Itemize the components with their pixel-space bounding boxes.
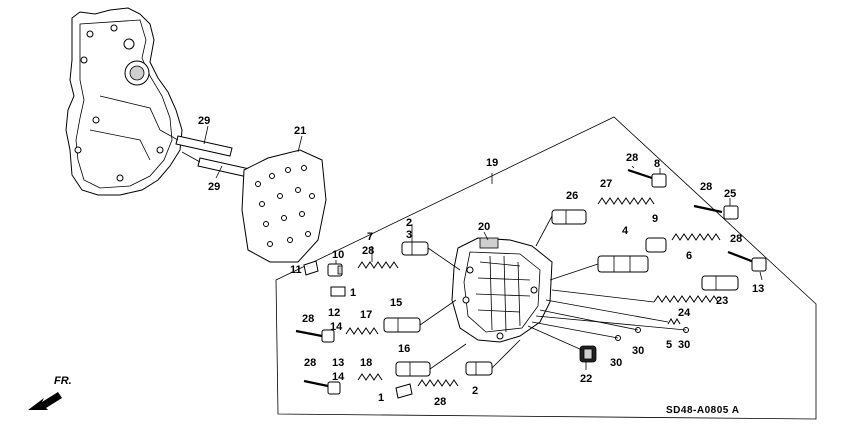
pin-28-right-lower [727, 250, 755, 264]
callout-11: 9 [652, 213, 658, 225]
cap-10 [651, 173, 667, 188]
callout-26: 28 [362, 245, 374, 257]
transmission-case [65, 7, 183, 196]
valve-body [451, 237, 553, 343]
cap-8 [327, 263, 343, 277]
callout-1-upper: 1 [350, 287, 356, 299]
filter-20 [579, 345, 597, 363]
cap-23 [723, 205, 739, 220]
callout-13-lower: 14 [332, 371, 345, 383]
callout-1-lower: 1 [378, 392, 384, 404]
callout-13-upper: 14 [330, 321, 343, 333]
callout-28-left-lower: 28 [304, 357, 316, 369]
callout-21: 23 [716, 295, 728, 307]
callout-15: 17 [360, 309, 372, 321]
callout-18: 20 [478, 221, 490, 233]
callout-23: 25 [724, 188, 736, 200]
callout-14-lower: 16 [398, 343, 410, 355]
callout-17: 19 [486, 157, 498, 169]
retainer-1-lower [395, 383, 413, 399]
spring-6 [671, 233, 721, 241]
valve-3 [401, 241, 429, 256]
callout-9: 11 [290, 264, 302, 276]
separator-plate [241, 149, 327, 263]
spring-22 [653, 295, 719, 303]
cap-12-left-upper [321, 329, 335, 343]
callout-29-upper: 29 [198, 115, 210, 127]
callout-28-right-lower: 28 [730, 233, 742, 245]
valve-21 [701, 275, 739, 291]
callout-8: 10 [332, 249, 344, 261]
callout-5: 7 [367, 231, 373, 243]
callout-19: 21 [294, 125, 306, 137]
spring-15 [345, 327, 379, 335]
callout-30-left: 30 [610, 357, 622, 369]
arrow-left-down-icon [28, 392, 62, 410]
callout-12-left-lower: 13 [332, 357, 344, 369]
callout-28-left-upper: 28 [302, 313, 314, 325]
callout-28-right-top: 28 [626, 152, 638, 164]
leader-lines [203, 125, 763, 370]
pin-28-right-middle [693, 204, 723, 214]
callout-4: 4 [622, 225, 629, 237]
assembly-outline [275, 116, 817, 420]
callout-27: 28 [434, 396, 446, 408]
retainer-1-upper [330, 286, 346, 297]
front-direction-arrow: FR. [28, 375, 72, 410]
valve-14-upper [383, 317, 421, 333]
callout-16: 18 [360, 357, 372, 369]
pin-28-right-top [627, 168, 653, 180]
sleeve-11 [645, 237, 667, 253]
callout-7: 5 [666, 339, 672, 351]
spring-7 [667, 318, 681, 325]
callout-30-middle: 30 [632, 345, 644, 357]
callout-2-upper: 2 [406, 217, 412, 229]
valve-body-channels [462, 255, 538, 340]
callout-25: 27 [600, 178, 612, 190]
valve-2-lower [465, 361, 493, 376]
fr-label: FR. [54, 375, 72, 387]
valve-4 [597, 255, 649, 273]
callout-24: 26 [566, 190, 578, 202]
callout-12-right: 13 [752, 283, 764, 295]
diagram-code: SD48-A0805 A [666, 405, 739, 416]
callout-10: 8 [654, 158, 660, 170]
callout-6: 6 [686, 250, 692, 262]
spring-25 [597, 197, 655, 205]
callout-3: 3 [406, 229, 412, 241]
callout-12-left-upper: 12 [328, 307, 340, 319]
callout-14-upper: 15 [390, 297, 402, 309]
pin-28-left-upper [295, 329, 323, 338]
pin-29-upper [159, 129, 233, 157]
callout-numbers: 29 29 21 19 20 7 28 2 3 10 11 1 28 12 14… [198, 115, 764, 408]
callout-28-right-middle: 28 [700, 181, 712, 193]
callout-20: 22 [580, 373, 592, 385]
valve-14-lower [395, 361, 431, 377]
valve-24 [551, 209, 587, 225]
pin-28-left-lower [303, 379, 329, 388]
spring-16 [357, 373, 383, 381]
cap-12-right [751, 257, 767, 272]
callout-30-right: 30 [678, 339, 690, 351]
spring-27 [417, 379, 459, 387]
callout-29-lower: 29 [208, 181, 220, 193]
callout-2-lower: 2 [472, 385, 478, 397]
spring-26 [357, 261, 399, 269]
callout-22: 24 [678, 307, 691, 319]
plate-holes [255, 165, 315, 247]
clip-9 [303, 260, 319, 276]
cap-12-left-lower [327, 381, 341, 395]
